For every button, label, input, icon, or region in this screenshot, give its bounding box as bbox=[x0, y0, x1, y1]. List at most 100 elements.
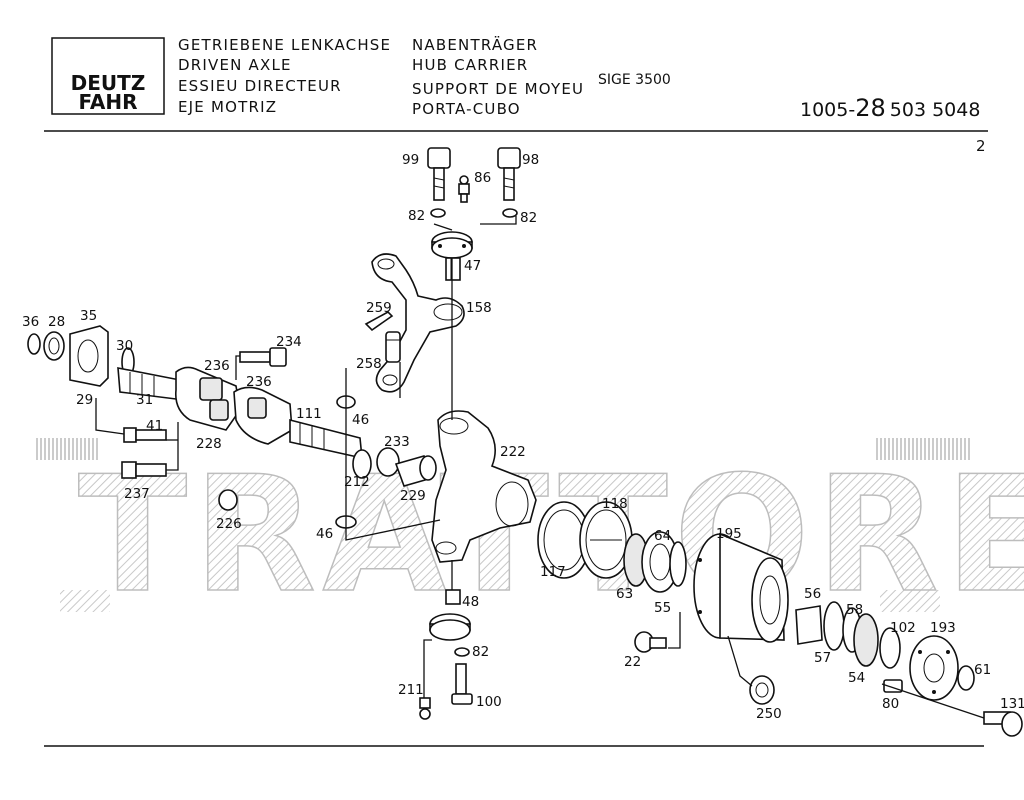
callout-30: 30 bbox=[116, 338, 133, 354]
part-258 bbox=[385, 331, 401, 363]
split-pin-259 bbox=[364, 311, 394, 332]
callout-234: 234 bbox=[276, 334, 302, 350]
callout-250: 250 bbox=[756, 706, 782, 722]
parts-drawing bbox=[27, 147, 1023, 737]
circlip-233 bbox=[376, 447, 400, 477]
bolt-100 bbox=[451, 663, 473, 705]
callout-54: 54 bbox=[848, 670, 865, 686]
bolt-99 bbox=[427, 147, 451, 201]
group-en: DRIVEN AXLE bbox=[178, 56, 292, 74]
callout-195: 195 bbox=[716, 526, 742, 542]
callout-212: 212 bbox=[344, 474, 370, 490]
callout-82-top-right: 82 bbox=[520, 210, 537, 226]
callout-236-a: 236 bbox=[204, 358, 230, 374]
callout-46-bottom: 46 bbox=[316, 526, 333, 542]
callout-222: 222 bbox=[500, 444, 526, 460]
callout-58: 58 bbox=[846, 602, 863, 618]
flange-193 bbox=[909, 635, 959, 701]
washer-82-bottom bbox=[454, 647, 470, 657]
brand-line2: FAHR bbox=[79, 90, 138, 114]
ring-102 bbox=[879, 627, 901, 669]
callout-61: 61 bbox=[974, 662, 991, 678]
callout-102: 102 bbox=[890, 620, 916, 636]
callout-237: 237 bbox=[124, 486, 150, 502]
hub-195 bbox=[693, 532, 789, 643]
callout-80: 80 bbox=[882, 696, 899, 712]
callout-labels: 99 86 98 82 82 47 158 259 258 46 36 28 3… bbox=[22, 152, 1024, 722]
circlip-61 bbox=[957, 665, 975, 691]
bolt-22 bbox=[634, 631, 667, 653]
header: DEUTZ FAHR GETRIEBENE LENKACHSE DRIVEN A… bbox=[44, 35, 988, 155]
callout-22: 22 bbox=[624, 654, 641, 670]
callout-117: 117 bbox=[540, 564, 566, 580]
callout-229: 229 bbox=[400, 488, 426, 504]
callout-31: 31 bbox=[136, 392, 153, 408]
callout-236-b: 236 bbox=[246, 374, 272, 390]
part-es: PORTA-CUBO bbox=[412, 100, 521, 118]
part-en: HUB CARRIER bbox=[412, 56, 528, 74]
callout-35: 35 bbox=[80, 308, 97, 324]
callout-131: 131 bbox=[1000, 696, 1024, 712]
washer-82-right bbox=[502, 208, 518, 218]
callout-193: 193 bbox=[930, 620, 956, 636]
ring-212 bbox=[352, 449, 372, 479]
callout-258: 258 bbox=[356, 356, 382, 372]
top-cap bbox=[431, 231, 473, 259]
callout-98: 98 bbox=[522, 152, 539, 168]
bolt-41 bbox=[123, 427, 167, 443]
part-fr: SUPPORT DE MOYEU bbox=[412, 80, 584, 98]
group-es: EJE MOTRIZ bbox=[178, 98, 277, 116]
brand-box bbox=[51, 37, 165, 115]
callout-99: 99 bbox=[402, 152, 419, 168]
callout-41: 41 bbox=[146, 418, 163, 434]
bolt-131 bbox=[983, 711, 1023, 737]
part-de: NABENTRÄGER bbox=[412, 35, 538, 54]
bolt-98 bbox=[497, 147, 521, 201]
watermark: TRATTORE.IT bbox=[36, 438, 1024, 629]
callout-100: 100 bbox=[476, 694, 502, 710]
bearing-63-64 bbox=[623, 531, 687, 593]
callout-82-bottom: 82 bbox=[472, 644, 489, 660]
callout-211: 211 bbox=[398, 682, 424, 698]
callout-228: 228 bbox=[196, 436, 222, 452]
callout-82-top-left: 82 bbox=[408, 208, 425, 224]
model: SIGE 3500 bbox=[598, 72, 671, 88]
nut-250 bbox=[749, 675, 775, 705]
callout-259: 259 bbox=[366, 300, 392, 316]
grease-nipple-211 bbox=[419, 697, 431, 720]
callout-47: 47 bbox=[464, 258, 481, 274]
callout-36: 36 bbox=[22, 314, 39, 330]
ring-36 bbox=[27, 333, 41, 355]
bearing-56-58 bbox=[795, 601, 879, 667]
callout-64: 64 bbox=[654, 528, 671, 544]
callout-226: 226 bbox=[216, 516, 242, 532]
callout-55: 55 bbox=[654, 600, 671, 616]
callout-118: 118 bbox=[602, 496, 628, 512]
callout-29: 29 bbox=[76, 392, 93, 408]
callout-57: 57 bbox=[814, 650, 831, 666]
universal-joint bbox=[174, 366, 293, 445]
callout-46-top: 46 bbox=[352, 412, 369, 428]
washer-82-left bbox=[430, 208, 446, 218]
callout-48: 48 bbox=[462, 594, 479, 610]
callout-28: 28 bbox=[48, 314, 65, 330]
callout-86: 86 bbox=[474, 170, 491, 186]
callout-63: 63 bbox=[616, 586, 633, 602]
bushing-47 bbox=[445, 257, 461, 281]
seal-28 bbox=[43, 331, 65, 361]
flange-35 bbox=[69, 325, 109, 387]
bushing-48 bbox=[445, 589, 461, 605]
bolt-234 bbox=[239, 347, 287, 367]
callout-158: 158 bbox=[466, 300, 492, 316]
brand-line1: DEUTZ bbox=[71, 71, 146, 95]
group-de: GETRIEBENE LENKACHSE bbox=[178, 36, 391, 54]
page-number: 2 bbox=[976, 137, 986, 155]
nut-226 bbox=[218, 489, 238, 511]
callout-233: 233 bbox=[384, 434, 410, 450]
callout-111: 111 bbox=[296, 406, 322, 422]
group-fr: ESSIEU DIRECTEUR bbox=[178, 77, 342, 95]
callout-56: 56 bbox=[804, 586, 821, 602]
lower-cap bbox=[429, 613, 471, 641]
